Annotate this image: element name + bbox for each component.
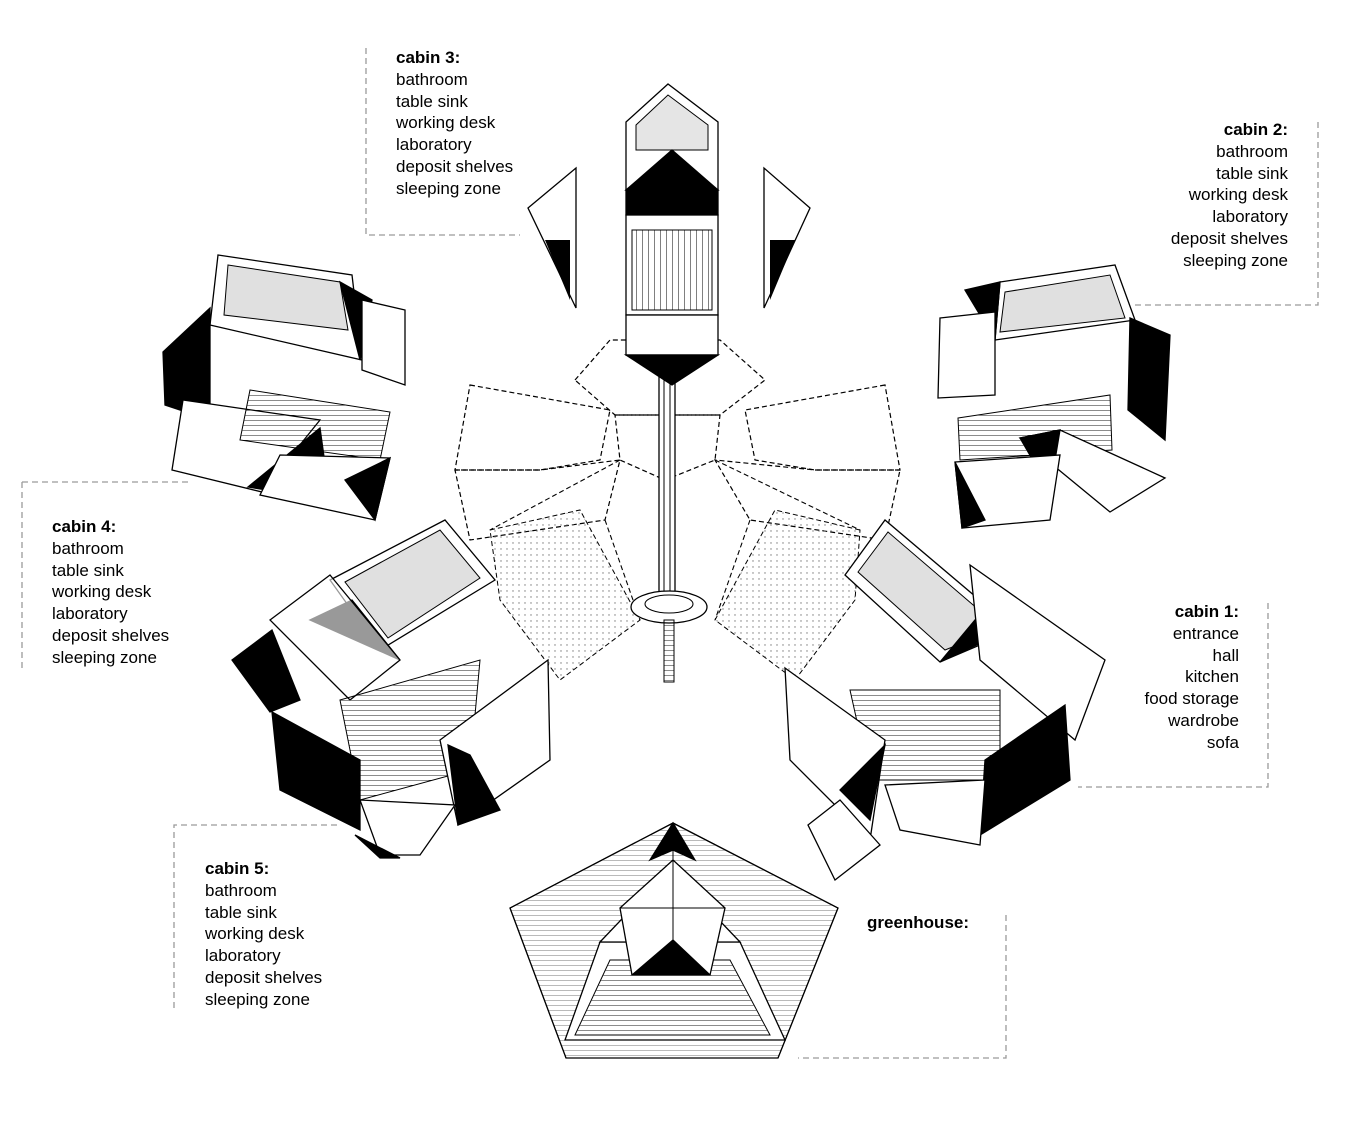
cabin-5-title: cabin 5: <box>205 859 270 878</box>
cabin-2-model <box>937 264 1171 529</box>
cabin-4-item: working desk <box>52 582 152 602</box>
cabin-3-item: working desk <box>396 113 496 133</box>
leader-lines <box>21 48 1319 1059</box>
cabin-3-item: table sink <box>396 91 468 111</box>
cabin-4-item: deposit shelves <box>52 625 170 645</box>
cabin-1-title: cabin 1: <box>1174 602 1239 621</box>
cabin-1-item: hall <box>1212 645 1239 665</box>
cabin-1-item: wardrobe <box>1168 710 1239 730</box>
greenhouse-label: greenhouse: <box>867 912 969 934</box>
cabin-2-title: cabin 2: <box>1223 120 1288 139</box>
plan-links <box>489 459 861 621</box>
cabin-5-model <box>231 519 551 859</box>
cabin-2-label: cabin 2: bathroom table sink working des… <box>1171 119 1288 272</box>
cabin-4-item: sleeping zone <box>52 647 157 667</box>
cabin-3-item: laboratory <box>396 135 472 155</box>
cabin-2-item: working desk <box>1188 185 1288 205</box>
cabin-4-title: cabin 4: <box>52 517 117 536</box>
cabin-5-label: cabin 5: bathroom table sink working des… <box>205 858 322 1011</box>
cabin-5-item: working desk <box>205 924 305 944</box>
cabin-5-item: deposit shelves <box>205 967 323 987</box>
cabin-5-item: bathroom <box>205 880 277 900</box>
cabin-3-item: sleeping zone <box>396 178 501 198</box>
cabin-1-item: sofa <box>1206 732 1239 752</box>
cabin-1-item: kitchen <box>1185 667 1239 687</box>
cabin-2-item: sleeping zone <box>1183 250 1288 270</box>
cabin-1-model <box>784 519 1106 882</box>
cabin-4-item: bathroom <box>52 538 124 558</box>
cabin-1-item: entrance <box>1172 623 1239 643</box>
cabin-4-item: table sink <box>52 560 124 580</box>
cabin-5-item: table sink <box>205 902 277 922</box>
greenhouse-title: greenhouse: <box>867 913 970 932</box>
cabin-5-item: laboratory <box>205 946 281 966</box>
cabin-3-item: bathroom <box>396 69 468 89</box>
cabin-4-item: laboratory <box>52 604 128 624</box>
greenhouse-model <box>509 821 839 1059</box>
cabin-2-item: laboratory <box>1212 207 1288 227</box>
cabin-3-label: cabin 3: bathroom table sink working des… <box>396 47 513 200</box>
cabin-3-model <box>527 83 811 386</box>
cabin-3-title: cabin 3: <box>396 48 461 67</box>
cabin-5-item: sleeping zone <box>205 989 310 1009</box>
cabin-4-model <box>162 254 406 522</box>
cabin-3-item: deposit shelves <box>396 156 514 176</box>
cabin-1-label: cabin 1: entrance hall kitchen food stor… <box>1144 601 1239 754</box>
deck-left-dotted <box>489 509 641 681</box>
cabin-2-item: table sink <box>1216 163 1288 183</box>
deck-right-dotted <box>714 509 861 681</box>
cabin-4-label: cabin 4: bathroom table sink working des… <box>52 516 169 669</box>
cabin-1-item: food storage <box>1144 689 1239 709</box>
cabin-2-item: deposit shelves <box>1170 228 1288 248</box>
cabin-2-item: bathroom <box>1216 141 1288 161</box>
